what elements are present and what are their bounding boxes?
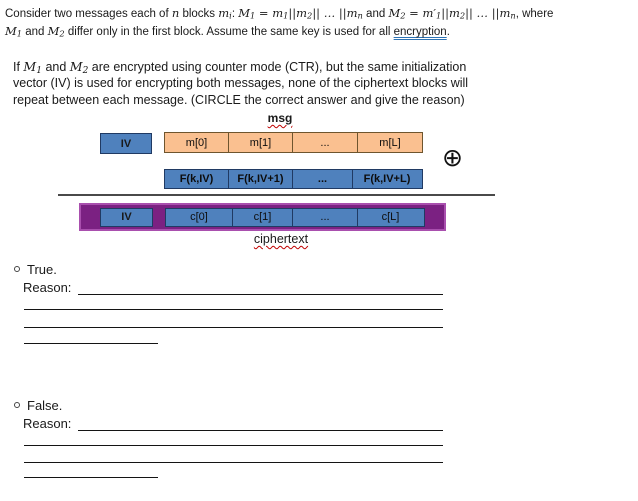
keystream-row: F(k,IV) F(k,IV+1) ... F(k,IV+L) <box>164 169 423 189</box>
true-reason-blank-2[interactable] <box>24 309 443 310</box>
keystream-block-L: F(k,IV+L) <box>351 169 423 189</box>
ciphertext-block-ellipsis: ... <box>292 207 358 227</box>
false-option-label: False. <box>27 398 63 413</box>
false-reason-blank-2[interactable] <box>24 445 443 446</box>
keystream-block-0: F(k,IV) <box>164 169 229 189</box>
false-reason-blank-4[interactable] <box>24 477 158 478</box>
xor-icon: ⊕ <box>442 143 463 172</box>
true-reason-blank-4[interactable] <box>24 343 158 344</box>
false-bullet-icon[interactable] <box>14 402 20 408</box>
ciphertext-row: c[0] c[1] ... c[L] <box>165 207 425 227</box>
true-answer-section: True. Reason: <box>0 262 638 352</box>
msg-block-0: m[0] <box>164 132 229 153</box>
false-reason-row: Reason: <box>23 416 443 431</box>
false-reason-label: Reason: <box>23 416 72 431</box>
ciphertext-block-L: c[L] <box>356 207 425 227</box>
false-reason-blank-1[interactable] <box>78 416 443 431</box>
false-answer-section: False. Reason: <box>0 398 638 488</box>
intro-line-2: M1 and M2 differ only in the first block… <box>5 24 450 39</box>
msg-block-L: m[L] <box>357 132 423 153</box>
false-reason-blank-3[interactable] <box>24 462 443 463</box>
msg-block-row: m[0] m[1] ... m[L] <box>164 132 423 153</box>
ciphertext-band: IV c[0] c[1] ... c[L] <box>79 203 446 231</box>
ciphertext-block-0: c[0] <box>165 207 233 227</box>
divider-line <box>58 194 495 196</box>
keystream-block-ellipsis: ... <box>292 169 353 189</box>
iv-box-ciphertext: IV <box>100 207 153 227</box>
true-reason-blank-3[interactable] <box>24 327 443 328</box>
false-option[interactable]: False. <box>14 398 62 413</box>
true-bullet-icon[interactable] <box>14 266 20 272</box>
true-option[interactable]: True. <box>14 262 57 277</box>
keystream-block-1: F(k,IV+1) <box>227 169 294 189</box>
msg-label: msg <box>267 111 293 125</box>
ciphertext-label: ciphertext <box>253 232 309 246</box>
iv-box-top: IV <box>100 133 152 154</box>
true-reason-row: Reason: <box>23 280 443 295</box>
question-line-3: repeat between each message. (CIRCLE the… <box>13 93 465 107</box>
ciphertext-block-1: c[1] <box>231 207 294 227</box>
true-reason-label: Reason: <box>23 280 72 295</box>
question-line-1: If M1 and M2 are encrypted using counter… <box>13 59 467 76</box>
question-line-2: vector (IV) is used for encrypting both … <box>13 76 469 90</box>
msg-block-ellipsis: ... <box>292 132 358 153</box>
intro-line-1: Consider two messages each of n blocks m… <box>5 6 554 21</box>
msg-block-1: m[1] <box>228 132 293 153</box>
true-reason-blank-1[interactable] <box>78 280 443 295</box>
true-option-label: True. <box>27 262 57 277</box>
